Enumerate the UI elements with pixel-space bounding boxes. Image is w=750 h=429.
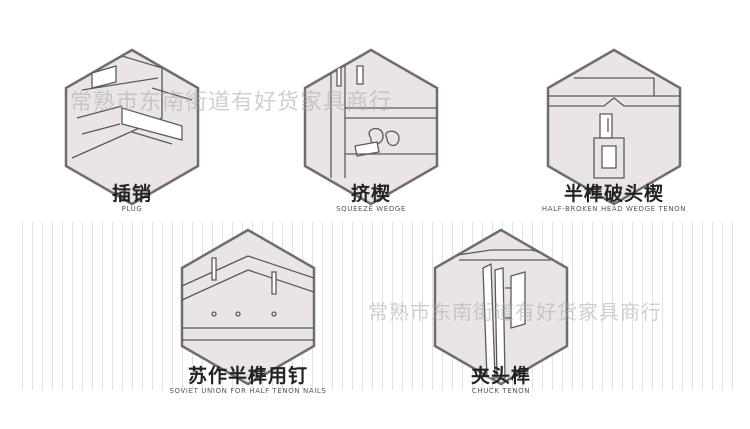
joint-title-en: SOVIET UNION FOR HALF TENON NAILS	[169, 387, 327, 395]
hexagon-illustration	[62, 48, 202, 208]
background-stripes	[22, 222, 740, 390]
hexagon-illustration	[301, 48, 441, 208]
hexagon-illustration	[431, 228, 571, 388]
joint-title-en: SQUEEZE WEDGE	[336, 205, 406, 213]
hexagon-illustration	[178, 228, 318, 388]
joint-title-zh: 半榫破头楔	[563, 183, 664, 205]
joint-title-en: CHUCK TENON	[471, 387, 531, 395]
hexagon-illustration	[544, 48, 684, 208]
joint-title-zh: 夹头榫	[470, 365, 531, 387]
watermark-text: 常熟市东南街道有好货家具商行	[70, 90, 393, 115]
watermark-text: 常熟市东南街道有好货家具商行	[368, 300, 662, 324]
joint-title-en: HALF-BROKEN HEAD WEDGE TENON	[541, 205, 687, 213]
joint-title-zh: 插销	[111, 183, 152, 205]
joint-title-zh: 挤楔	[350, 183, 391, 205]
joint-title-zh: 苏作半榫用钉	[187, 365, 308, 387]
joint-title-en: PLUG	[121, 205, 143, 213]
